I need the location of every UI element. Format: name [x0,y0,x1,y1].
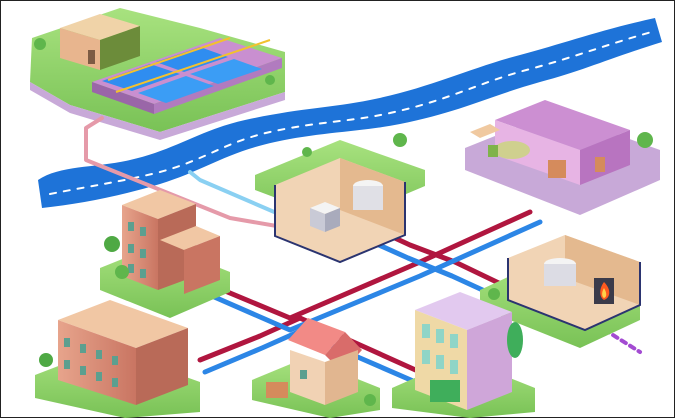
house-garage-door [266,382,288,398]
river [38,18,662,208]
house-bush [364,394,376,406]
brick-apartment-bottom-left [35,300,200,418]
boiler-bush [488,288,500,300]
apt-left-tree-1 [104,236,120,252]
reservoir-bush [302,147,312,157]
tanker-cab [488,145,498,157]
boiler-tank-body [544,264,576,286]
plant-bush-1 [34,38,46,50]
reservoir-outline [274,182,406,264]
plant-bush-2 [265,75,275,85]
apt-left-wing [184,236,220,294]
river-body [38,18,662,208]
house-front-wall [290,350,325,405]
apt-left-wing-roof [160,226,220,250]
pump-box-right [325,208,340,232]
plant-soil-edge [30,82,285,140]
plant-building-roof [60,14,140,40]
pool-2 [156,47,228,72]
tanker-tank [494,141,530,159]
warehouse-door [548,160,566,178]
apt-left-tree-2 [115,265,129,279]
plant-building-side [100,26,140,70]
cold-pipe-main-1 [177,219,543,333]
modern-office-building [392,292,535,418]
pump-box-left [310,208,325,232]
hot-pipe-branch-2 [197,315,303,363]
office-roof [415,292,512,330]
office-hedge [430,380,460,402]
office-side [467,312,512,410]
house-window [300,370,307,379]
warehouse-with-tanker-truck [465,100,660,215]
house-side-wall [325,350,358,405]
crates [470,124,500,138]
apt-left-roof [122,190,196,219]
apt-bl-side [136,328,188,405]
apt-bl-tree [39,353,53,367]
reservoir-tank-body [353,186,383,210]
apt-bl-windows [64,338,118,387]
fire-core-icon [602,288,607,298]
plant-walkway-rails [107,37,271,93]
apt-bl-roof [58,300,188,348]
pool-1 [102,64,180,91]
brick-apartment-left [100,190,230,318]
water-treatment-plant [30,8,285,140]
boiler-chamber-back [565,235,640,305]
pipe-network [84,116,642,387]
office-windows [422,324,458,374]
warehouse-tree [637,132,653,148]
house-roof-front [288,318,345,355]
return-pipe [84,116,302,232]
cold-pipe-branch-2 [202,329,301,375]
warehouse-roof-left [495,100,630,150]
pool-3 [138,76,214,103]
office-tree [507,322,523,358]
river-flow-marks [49,30,656,195]
tank-frame-front [92,82,154,114]
plant-building-door [88,50,95,64]
pool-4 [190,59,262,84]
underground-water-reservoir [255,133,425,264]
apt-left-windows [128,222,146,278]
reservoir-tree [393,133,407,147]
boiler-plant-with-fire [480,235,641,348]
warehouse-side-door [595,157,605,172]
boiler-outline [507,258,641,332]
pink-roof-house [252,318,380,418]
